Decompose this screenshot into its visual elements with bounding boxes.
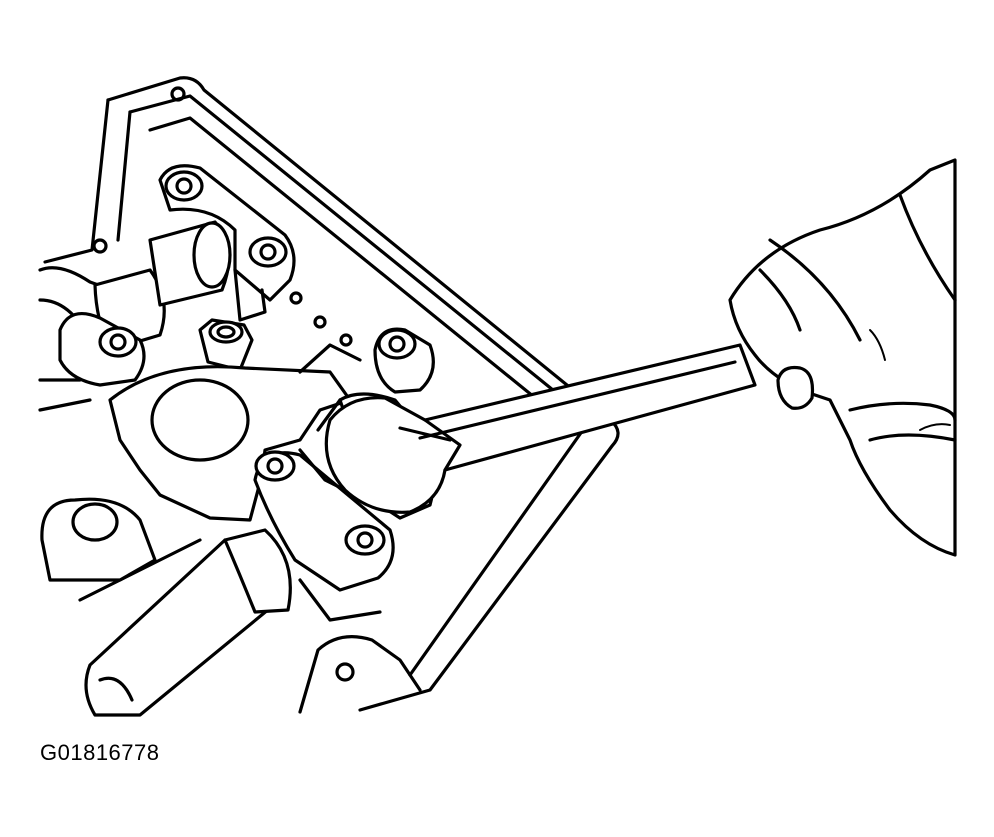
flange-hole xyxy=(92,238,108,254)
camshaft-bearing-cap-top xyxy=(158,164,296,322)
cap-bolt xyxy=(98,326,138,358)
wrench xyxy=(324,343,757,514)
boss-hole xyxy=(71,502,119,542)
camshaft-bearing-cap-bottom xyxy=(253,450,395,622)
cap-bolt xyxy=(254,450,296,482)
bearing-web xyxy=(108,343,362,522)
cap-bolt xyxy=(248,236,288,268)
flange-hole xyxy=(170,86,186,102)
cap-bolt xyxy=(344,524,386,556)
flange-boss xyxy=(40,497,157,582)
cap-bolt xyxy=(377,328,417,360)
center-plug xyxy=(198,318,254,372)
bearing-bore xyxy=(150,378,250,462)
flange-hole xyxy=(289,291,303,305)
flange-hole xyxy=(339,333,353,347)
figure-id-label: G01816778 xyxy=(40,740,160,765)
camshaft-right xyxy=(78,528,292,717)
camshaft-cap-removal-illustration xyxy=(38,76,957,717)
camshaft-bearing-cap-left xyxy=(58,311,146,387)
thumbnail xyxy=(776,365,815,410)
cap-bolt xyxy=(164,170,204,202)
hand xyxy=(728,158,957,557)
flange-hole xyxy=(335,662,355,682)
flange-hole xyxy=(313,315,327,329)
